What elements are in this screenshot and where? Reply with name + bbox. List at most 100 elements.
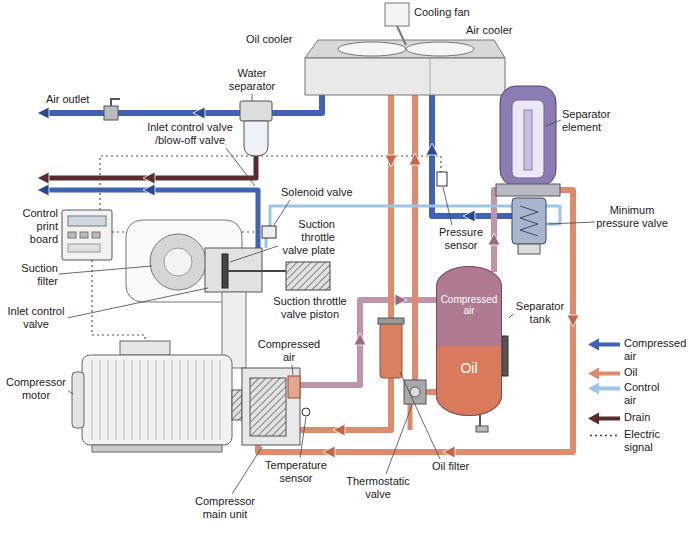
part-label: Suction filter [16,262,58,288]
part-label: Air cooler [466,24,512,37]
flow-arrow [143,172,155,184]
leader-line [443,187,452,225]
motor-fin [116,360,117,440]
throttle-valve-plate [222,254,228,288]
screw-rotor [250,378,286,436]
legend-item: Electric signal [588,428,668,454]
electric-signal-line [100,156,441,210]
tank-oil-region [436,346,502,416]
flow-arrow [37,107,49,119]
part-label: Oil cooler [246,33,292,46]
leader-line [548,222,595,224]
tank-shape [436,266,502,416]
part-label: Separator tank [514,300,566,326]
legend-text: Compressed air [624,337,690,363]
fan-blade [406,42,474,56]
part-label: Control print board [14,207,58,246]
suction-filter [150,234,206,290]
motor-fin [148,360,149,440]
motor-end-cap [72,372,84,428]
leader-line [59,266,152,274]
motor-fin [108,360,109,440]
pipe [412,95,418,382]
leader-line [300,417,306,458]
board-screen [68,216,106,226]
legend-item: Control air [588,381,668,407]
flow-arrow [37,184,49,196]
coupling [232,390,242,420]
water-separator-head [240,101,272,121]
motor-fin [180,360,181,440]
part-label: Oil filter [432,460,469,473]
legend-swatch-box [588,382,620,395]
leader-line [232,447,262,494]
flow-arrow [333,424,345,436]
legend-line-sample [590,435,618,436]
motor-fin [220,360,221,440]
motor-fin [196,360,197,440]
motor-fin [204,360,205,440]
leader-line [386,405,412,474]
flow-arrow [354,333,366,345]
part-label: Compressor motor [4,376,68,402]
separator-tube [524,110,532,170]
legend-swatch-box [588,367,620,380]
cooler-body [305,58,505,95]
throttle-valve-piston [286,262,330,290]
legend-swatch [588,339,620,351]
valve-cap [518,244,540,254]
control-board [62,210,112,260]
motor-fin [188,360,189,440]
leader-line [292,365,293,375]
legend-swatch [588,368,620,380]
part-label: Suction throttle valve piston [270,295,350,321]
flow-arrow [567,315,579,327]
tank-air-region [436,266,502,416]
pressure-sensor [437,172,447,186]
leader-line [230,246,278,262]
separator-element [512,100,544,178]
motor-fin [156,360,157,440]
sight-glass [502,336,508,376]
flow-arrow [395,294,407,306]
part-label: Inlet control valve [4,305,68,331]
flow-arrow [443,446,455,458]
legend-swatch-box [588,429,620,442]
board-button [68,232,76,238]
part-label: Solenoid valve [281,186,353,199]
motor-fin [212,360,213,440]
minimum-pressure-valve [512,198,546,244]
motor-feet [92,445,222,452]
pipe [494,190,500,272]
part-label: Inlet control valve /blow-off valve [140,121,240,147]
part-label: Air outlet [46,93,89,106]
oil-filter [380,322,402,378]
valve-spring [520,206,538,236]
tank-outline [437,267,502,416]
part-label: Thermostatic valve [344,475,412,501]
water-separator-bowl [244,121,268,156]
motor-fin [124,360,125,440]
legend-text: Electric signal [624,428,668,454]
cooler-divider [430,58,431,95]
drain-valve [476,426,488,432]
motor-fin [92,360,93,440]
fan-blade [338,42,406,56]
flow-arrow [37,172,49,184]
pipe [388,95,394,322]
motor-fin [132,360,133,440]
legend-text: Drain [624,411,690,424]
leader-line [400,372,440,459]
flow-arrow [409,153,421,165]
leader-line [252,94,253,101]
compressor-main-unit [242,368,300,445]
leader-line [67,288,208,318]
flow-arrow [463,210,475,222]
leader-line [546,120,561,126]
part-label: Compressor main unit [192,495,258,521]
legend-swatch [588,413,620,425]
flow-arrow [426,143,438,155]
flow-arrow [488,233,500,245]
part-label: Cooling fan [414,6,470,19]
